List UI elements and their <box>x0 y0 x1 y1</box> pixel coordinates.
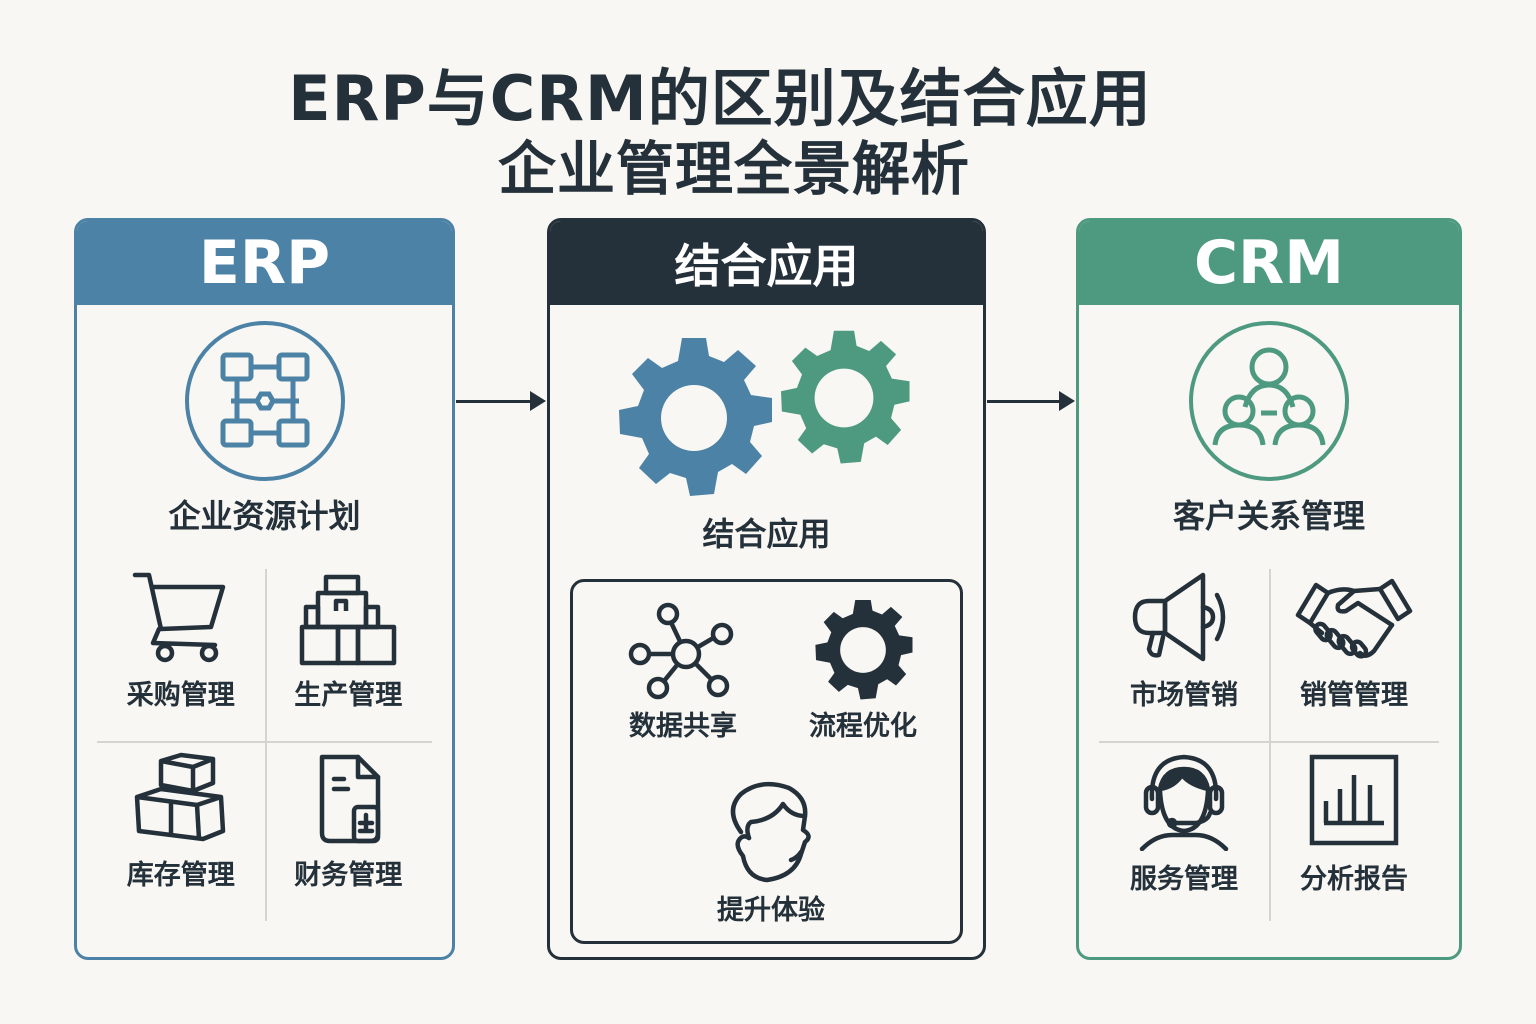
crm-module-marketing: 市场管销 <box>1099 561 1269 741</box>
crm-panel: CRM 客户关系管理 市场管销 <box>1076 218 1462 960</box>
bar-chart-icon <box>1309 754 1399 846</box>
erp-panel: ERP 企业资源计划 <box>74 218 455 960</box>
benefit-process-optimization: 流程优化 <box>783 599 943 743</box>
handshake-icon <box>1295 578 1413 659</box>
benefit-label: 数据共享 <box>629 711 737 742</box>
erp-module-grid: 采购管理 生产管理 <box>97 561 432 921</box>
factory-icon <box>300 574 397 666</box>
divider <box>97 741 432 743</box>
crm-module-service: 服务管理 <box>1099 741 1269 921</box>
gears-icon <box>619 330 910 496</box>
people-group-icon <box>1189 321 1349 481</box>
crm-header: CRM <box>1079 221 1459 305</box>
erp-module-inventory: 库存管理 <box>97 741 265 921</box>
crm-module-grid: 市场管销 销管管理 <box>1099 561 1439 921</box>
erp-module-label: 生产管理 <box>294 680 403 711</box>
erp-header: ERP <box>77 221 452 305</box>
divider <box>264 569 267 921</box>
combined-benefits-box: 数据共享 流程优化 提升体验 <box>570 579 963 944</box>
arrow-erp-to-combined <box>456 391 546 411</box>
crm-module-label: 销管管理 <box>1300 680 1408 711</box>
crm-module-label: 服务管理 <box>1130 864 1238 895</box>
benefit-improve-experience: 提升体验 <box>691 780 851 927</box>
erp-module-label: 采购管理 <box>126 680 235 711</box>
crm-module-label: 市场管销 <box>1130 680 1238 711</box>
combined-panel: 结合应用 结合应用 数据共享 流程优化 <box>547 218 986 960</box>
divider <box>1269 569 1271 921</box>
erp-module-purchasing: 采购管理 <box>97 561 265 741</box>
crm-subtitle: 客户关系管理 <box>1172 497 1365 535</box>
divider <box>1099 741 1439 743</box>
benefit-label: 流程优化 <box>809 711 917 742</box>
gear-icon <box>815 599 913 700</box>
combined-header: 结合应用 <box>550 221 983 305</box>
erp-subtitle: 企业资源计划 <box>168 497 361 535</box>
erp-module-label: 财务管理 <box>294 860 403 891</box>
erp-module-finance: 财务管理 <box>265 741 433 921</box>
boxes-icon <box>134 752 225 842</box>
finance-document-icon <box>320 754 381 844</box>
shopping-cart-icon <box>132 572 225 663</box>
arrow-combined-to-crm <box>987 391 1075 411</box>
benefit-data-sharing: 数据共享 <box>603 600 763 743</box>
erp-module-label: 库存管理 <box>126 860 235 891</box>
main-subtitle: 企业管理全景解析 <box>497 135 970 203</box>
person-head-icon <box>730 781 811 883</box>
headset-agent-icon <box>1139 754 1229 852</box>
benefit-label: 提升体验 <box>717 895 825 926</box>
combined-subtitle: 结合应用 <box>702 515 831 553</box>
network-blocks-icon <box>184 321 345 481</box>
crm-module-label: 分析报告 <box>1300 864 1408 895</box>
crm-module-analytics: 分析报告 <box>1269 741 1439 921</box>
megaphone-icon <box>1132 572 1226 662</box>
crm-module-sales: 销管管理 <box>1269 561 1439 741</box>
data-share-icon <box>628 602 734 700</box>
erp-module-production: 生产管理 <box>265 561 433 741</box>
main-title: ERP与CRM的区别及结合应用 <box>288 62 1152 135</box>
